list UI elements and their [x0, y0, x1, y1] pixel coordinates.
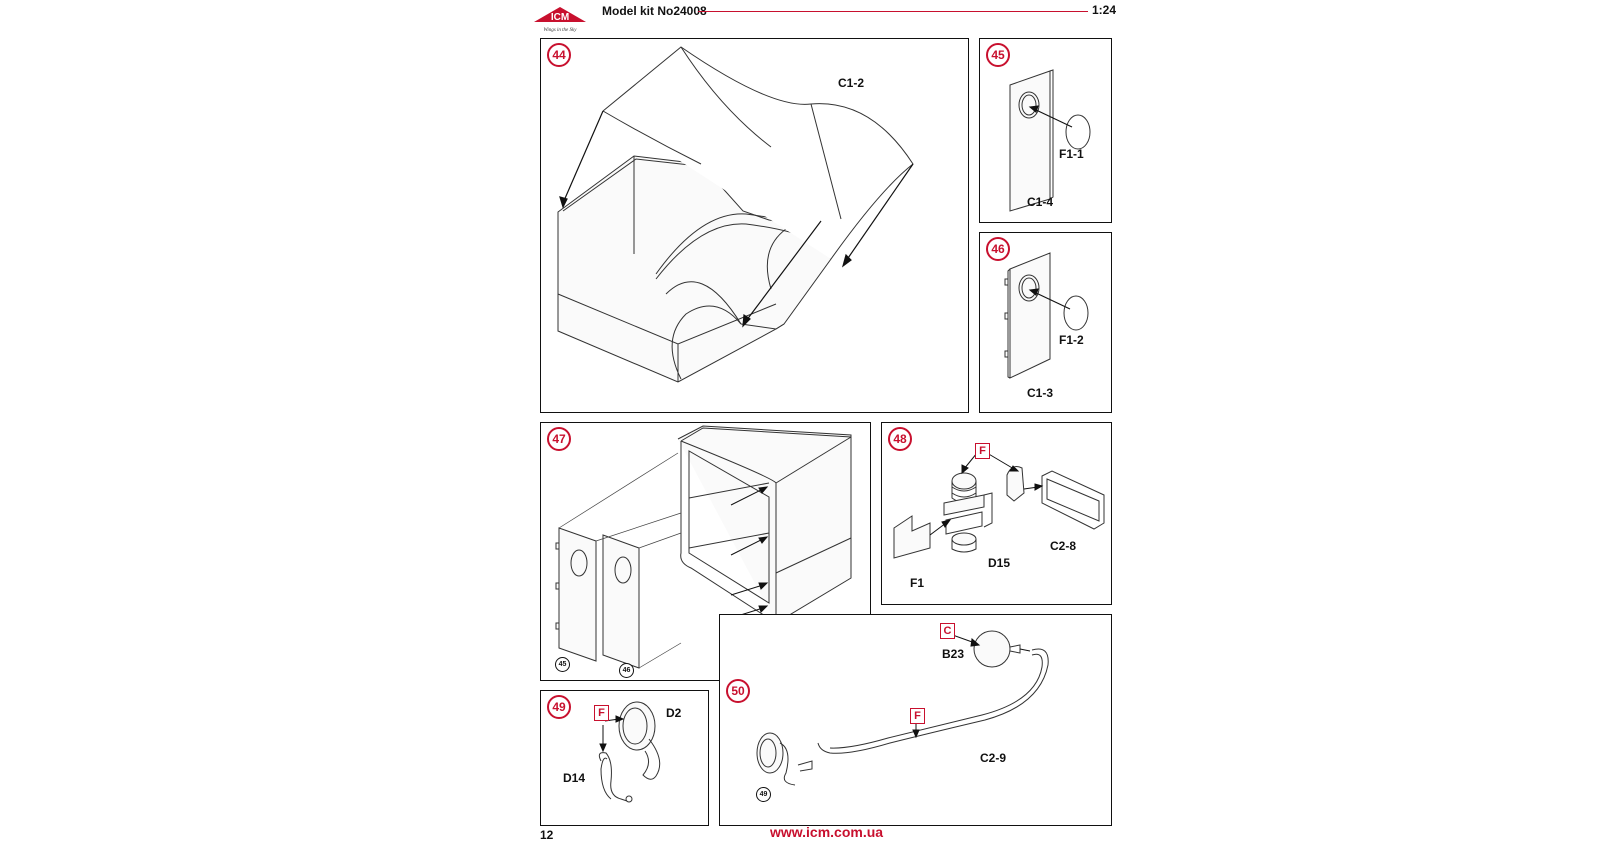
kit-number: Model kit No24008: [602, 4, 707, 18]
step-50-panel: 50 C F B23 C2-9 49: [719, 614, 1112, 826]
part-label-f1-1: F1-1: [1059, 147, 1084, 161]
header-rule: [698, 11, 1088, 12]
reference-step-45: 45: [555, 657, 570, 672]
paint-mark-f: F: [594, 705, 609, 721]
paint-mark-f: F: [975, 443, 990, 459]
part-label-d14: D14: [563, 771, 586, 785]
part-label-c1-3: C1-3: [1027, 386, 1054, 400]
part-label-b23: B23: [942, 647, 965, 661]
step-45-badge: 45: [986, 43, 1010, 67]
part-label-c1-2: C1-2: [838, 76, 865, 90]
step-49-badge: 49: [547, 695, 571, 719]
step-48-badge: 48: [888, 427, 912, 451]
step-50-drawing: [756, 630, 1049, 786]
step-47-badge: 47: [547, 427, 571, 451]
icm-logo: ICM Wings in the Sky: [534, 7, 586, 33]
step-44-panel: 44 C1-2: [540, 38, 969, 413]
step-45-panel: 45 F1-1 C1-4: [979, 38, 1112, 223]
step-44-badge: 44: [547, 43, 571, 67]
svg-text:Wings in the Sky: Wings in the Sky: [544, 28, 578, 33]
part-label-c2-8: C2-8: [1050, 539, 1077, 553]
part-label-d2: D2: [666, 706, 682, 720]
step-47-panel: 47 45 46: [540, 422, 871, 681]
part-label-f1-2: F1-2: [1059, 333, 1084, 347]
step-45-drawing: [1009, 69, 1091, 212]
step-49-panel: 49 F D2 D14: [540, 690, 709, 826]
part-label-f1: F1: [910, 576, 925, 590]
step-46-badge: 46: [986, 237, 1010, 261]
step-44-drawing: [557, 46, 914, 383]
part-label-c2-9: C2-9: [980, 751, 1007, 765]
part-label-c1-4: C1-4: [1027, 195, 1054, 209]
reference-step-46: 46: [619, 663, 634, 678]
paint-mark-c: C: [940, 623, 955, 639]
step-48-drawing: [893, 452, 1105, 559]
step-48-panel: 48 F C2-8 D15 F1: [881, 422, 1112, 605]
part-label-d15: D15: [988, 556, 1011, 570]
step-50-badge: 50: [726, 679, 750, 703]
step-46-panel: 46 F1-2 C1-3: [979, 232, 1112, 413]
svg-text:ICM: ICM: [551, 12, 569, 23]
paint-mark-f: F: [910, 708, 925, 724]
step-49-drawing: [598, 701, 661, 803]
page-number: 12: [540, 828, 554, 842]
reference-step-49: 49: [756, 787, 771, 802]
step-46-drawing: [1004, 252, 1089, 379]
scale-label: 1:24: [1092, 3, 1117, 17]
website-link[interactable]: www.icm.com.ua: [770, 824, 884, 840]
